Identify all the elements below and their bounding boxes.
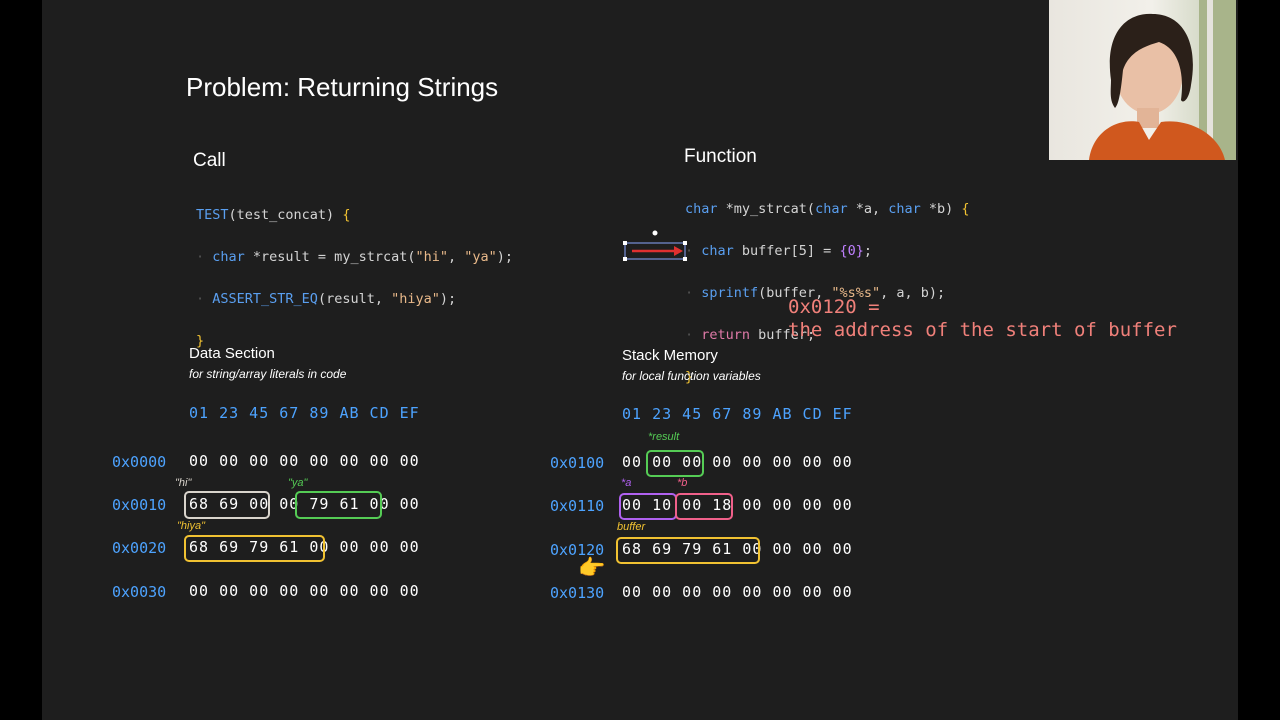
call-heading: Call [193, 150, 226, 171]
function-code-line-1: char *my_strcat(char *a, char *b) { [685, 201, 970, 217]
pointing-hand-icon: 👉 [578, 556, 606, 581]
data-row-bytes: 68 69 79 61 00 00 00 00 [189, 538, 420, 556]
hi-literal-label: "hi" [175, 477, 192, 489]
data-section-column-header: 01 23 45 67 89 AB CD EF [189, 404, 420, 422]
data-row-address: 0x0010 [112, 496, 167, 514]
function-code-line-2: · char buffer[5] = {0}; [685, 243, 872, 259]
data-row-bytes: 00 00 00 00 00 00 00 00 [189, 452, 420, 470]
function-code-block: char *my_strcat(char *a, char *b) { · ch… [685, 178, 970, 409]
call-code-line-3: · ASSERT_STR_EQ(result, "hiya"); [196, 291, 457, 307]
ya-literal-label: "ya" [288, 477, 308, 489]
data-row-address: 0x0000 [112, 453, 167, 471]
data-section-title: Data Section [189, 345, 275, 362]
stack-row-bytes: 68 69 79 61 00 00 00 00 [622, 540, 853, 558]
data-section-subtitle: for string/array literals in code [189, 367, 347, 381]
stack-row-address: 0x0110 [550, 497, 605, 515]
stack-row-bytes: 00 00 00 00 00 00 00 00 [622, 583, 853, 601]
stack-memory-title: Stack Memory [622, 347, 718, 364]
function-heading: Function [684, 146, 757, 167]
buffer-box [616, 537, 760, 564]
hiya-literal-label: "hiya" [177, 520, 205, 532]
presenter-image [1089, 0, 1236, 160]
call-code-line-1: TEST(test_concat) { [196, 207, 351, 223]
data-row-bytes: 00 00 00 00 00 00 00 00 [189, 582, 420, 600]
stack-row-address: 0x0130 [550, 584, 605, 602]
result-pointer-box [646, 450, 704, 477]
hi-literal-box [184, 491, 270, 519]
ya-literal-box [295, 491, 382, 519]
slide-title: Problem: Returning Strings [186, 72, 499, 102]
buffer-label: buffer [617, 521, 646, 533]
stack-row-bytes: 00 10 00 18 00 00 00 00 [622, 496, 853, 514]
stack-column-header: 01 23 45 67 89 AB CD EF [622, 405, 853, 423]
function-code-line-3: · sprintf(buffer, "%s%s", a, b); [685, 285, 946, 301]
b-pointer-label: *b [677, 477, 688, 489]
call-code-block: TEST(test_concat) { · char *result = my_… [196, 184, 513, 373]
stack-row-address: 0x0120 [550, 541, 605, 559]
stack-row-bytes: 00 00 00 00 00 00 00 00 [622, 453, 853, 471]
a-pointer-label: *a [621, 477, 632, 489]
data-row-address: 0x0030 [112, 583, 167, 601]
result-pointer-label: *result [648, 431, 680, 443]
current-line-arrow[interactable] [620, 228, 692, 264]
call-code-line-4: } [196, 333, 205, 349]
stack-row-address: 0x0100 [550, 454, 605, 472]
slide [42, 0, 1238, 720]
stack-memory-subtitle: for local function variables [622, 369, 761, 383]
hiya-literal-box [184, 535, 325, 562]
presenter-webcam [1049, 0, 1236, 160]
call-code-line-2: · char *result = my_strcat("hi", "ya"); [196, 249, 514, 265]
function-code-line-5: } [685, 369, 694, 385]
a-pointer-box [619, 493, 677, 520]
buffer-address-note: 0x0120 =the address of the start of buff… [788, 296, 1177, 341]
data-row-address: 0x0020 [112, 539, 167, 557]
data-row-bytes: 68 69 00 00 79 61 00 00 [189, 495, 420, 513]
function-code-line-4: · return buffer; [685, 327, 816, 343]
b-pointer-box [675, 493, 733, 520]
